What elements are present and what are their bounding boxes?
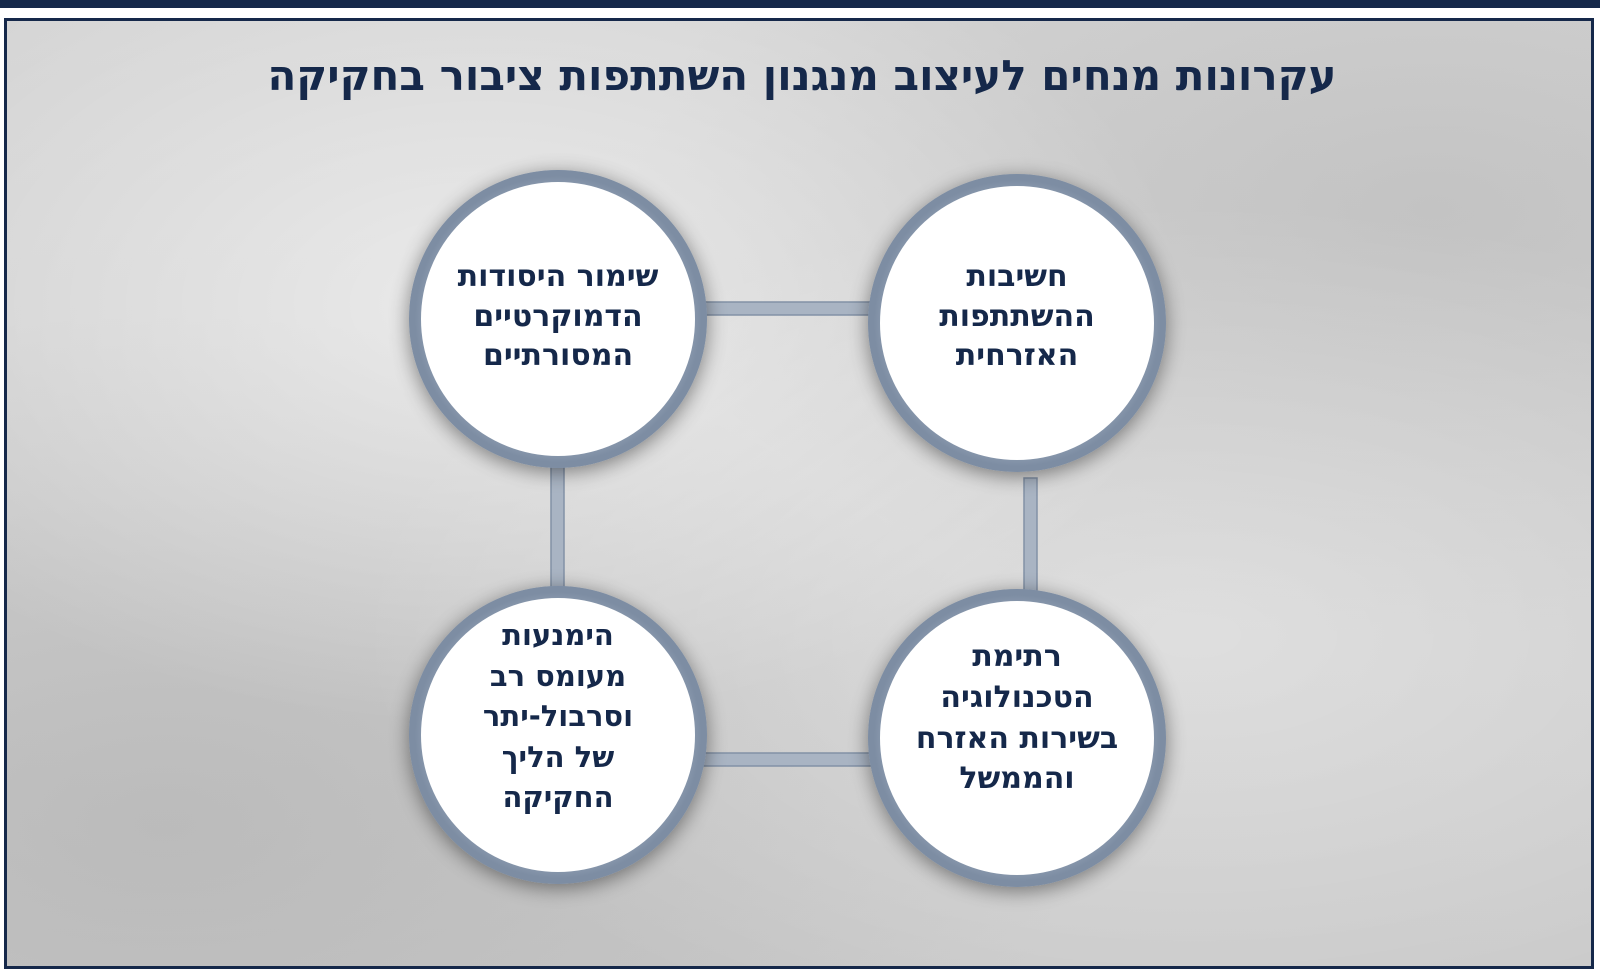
node-top-right-text: חשיבות ההשתתפות האזרחית [897, 257, 1137, 376]
connector-bottom [696, 752, 878, 767]
node-line: שימור היסודות [457, 259, 659, 294]
node-bottom-right-text: רתימת הטכנולוגיה בשירות האזרח והממשל [897, 637, 1137, 800]
node-line: הימנעות [502, 618, 614, 652]
circle-top-right [868, 174, 1166, 472]
node-line: וסרבול-יתר [482, 699, 634, 734]
node-line: חשיבות [966, 259, 1068, 294]
circle-top-left [409, 170, 707, 468]
node-line: של הליך [501, 739, 615, 774]
top-border-bar [0, 0, 1600, 8]
node-line: רתימת [972, 639, 1062, 674]
page-title: עקרונות מנחים לעיצוב מנגנון השתתפות ציבו… [267, 51, 1337, 100]
node-line: ההשתתפות [939, 298, 1095, 334]
node-line: בשירות האזרח [915, 720, 1119, 756]
node-line: מעומס רב [489, 658, 627, 693]
node-line: המסורתיים [482, 338, 634, 374]
node-line: והממשל [959, 761, 1075, 797]
principles-diagram [409, 170, 1166, 887]
connector-top [696, 301, 878, 316]
node-bottom-left-text: הימנעות מעומס רב וסרבול-יתר של הליך החקי… [438, 615, 678, 818]
node-line: הדמוקרטיים [473, 298, 643, 334]
node-top-left-text: שימור היסודות הדמוקרטיים המסורתיים [438, 257, 678, 376]
circle-bottom-right [868, 589, 1166, 887]
node-line: הטכנולוגיה [940, 679, 1094, 715]
node-line: החקיקה [502, 780, 614, 815]
circle-bottom-left [409, 586, 707, 884]
node-line: האזרחית [955, 338, 1079, 374]
diagram-panel: עקרונות מנחים לעיצוב מנגנון השתתפות ציבו… [4, 18, 1594, 969]
